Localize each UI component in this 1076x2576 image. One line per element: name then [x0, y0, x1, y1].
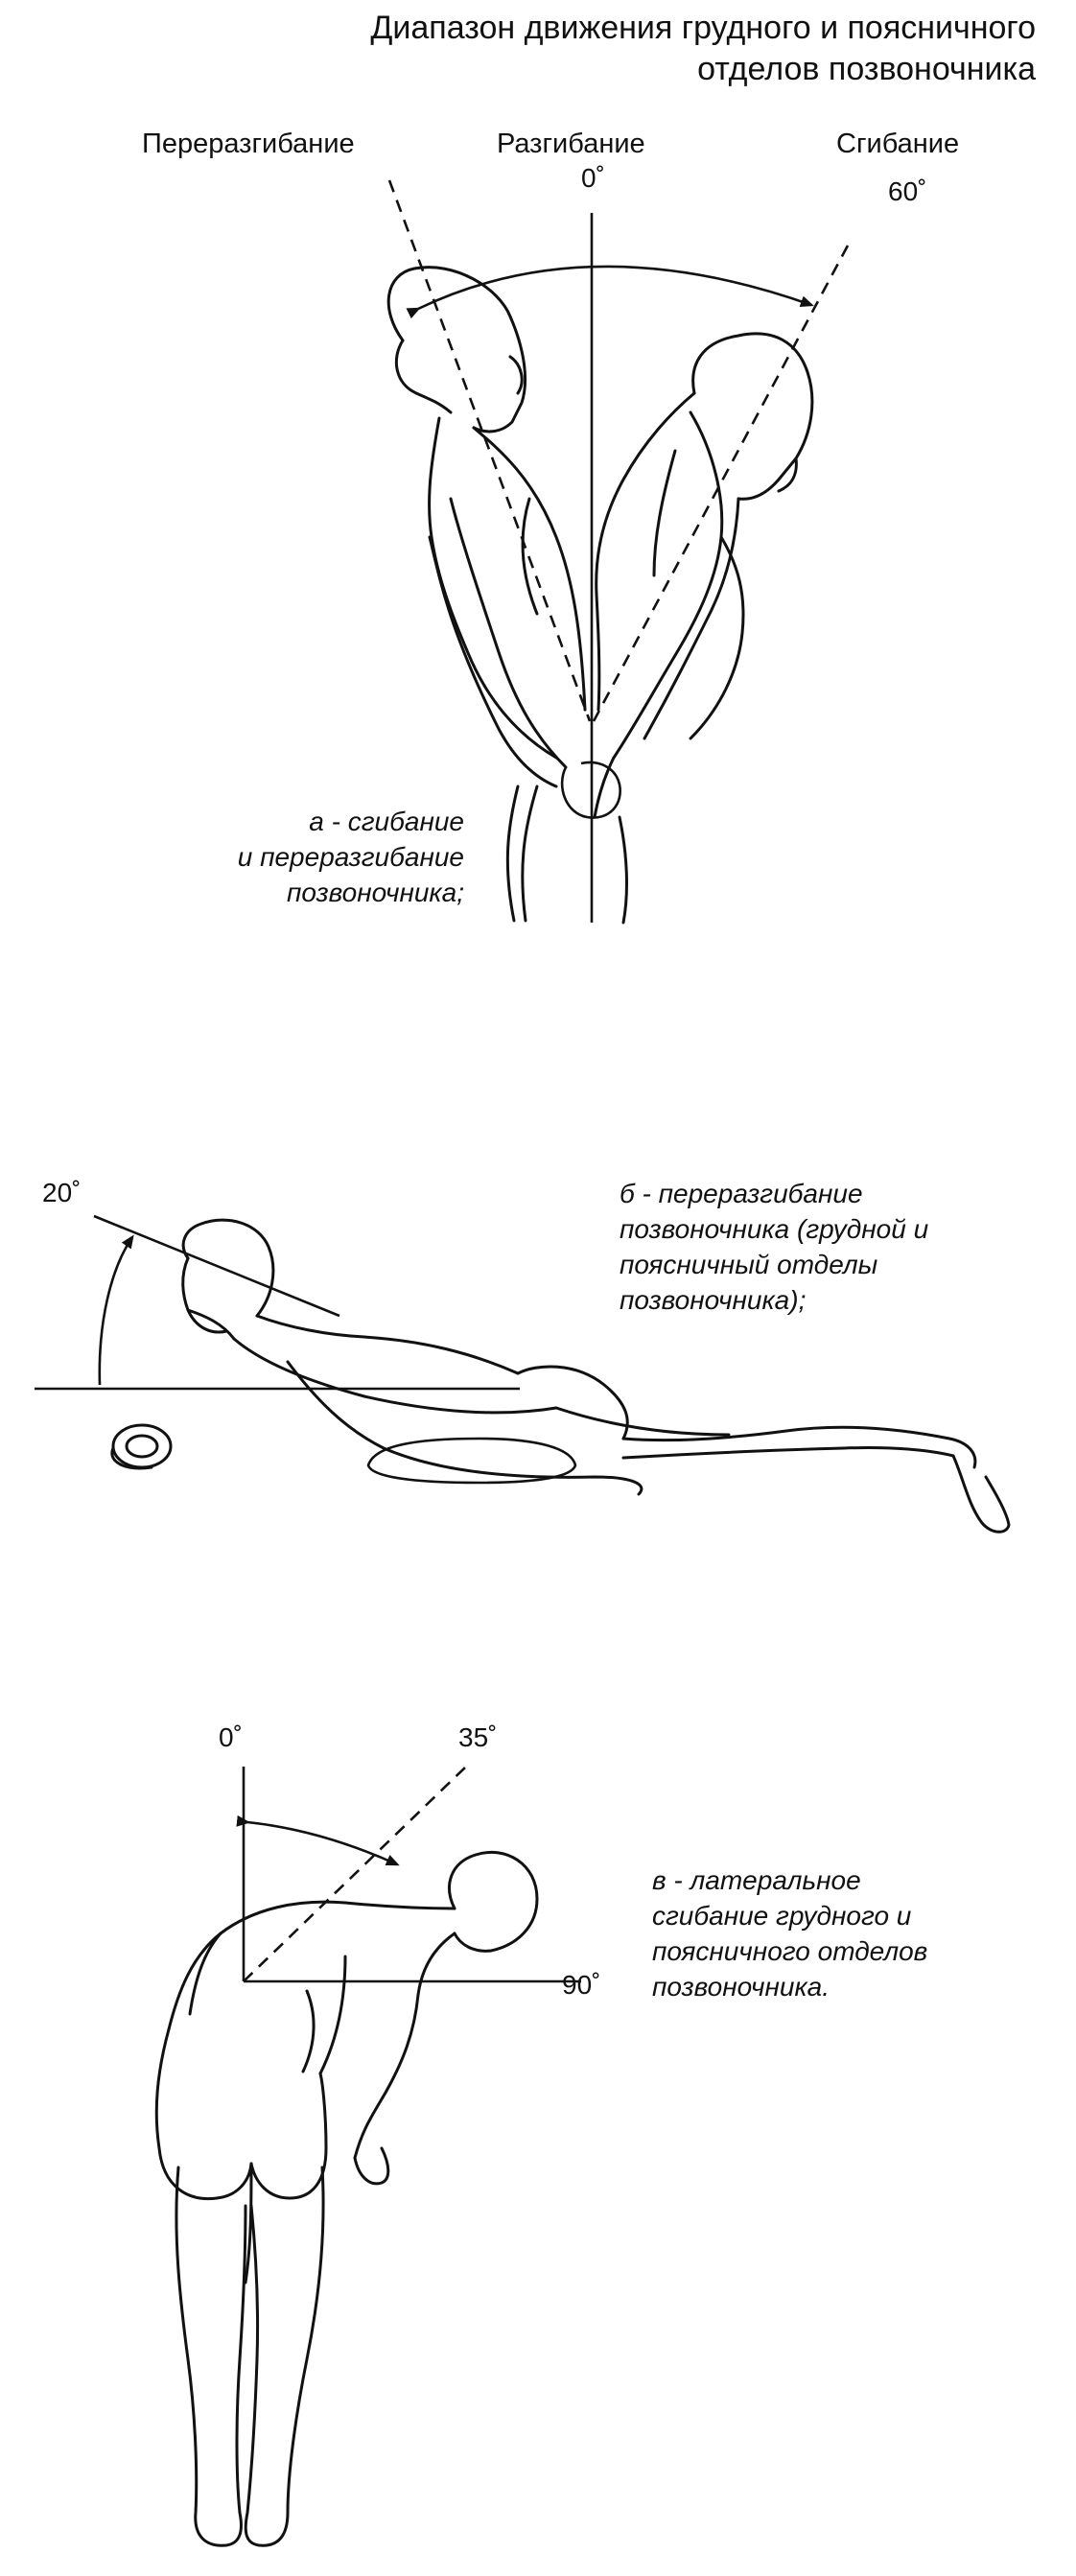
caption-c-line: сгибание грудного и — [652, 1901, 912, 1931]
hyperextension-dashed-line — [387, 179, 592, 722]
flexion-label: Сгибание — [836, 129, 960, 159]
rolled-towel-icon — [110, 1423, 173, 1470]
caption-c: в - латеральное сгибание грудного и пояс… — [652, 1862, 927, 2004]
lateral-35-degree: 35˚ — [458, 1722, 498, 1752]
flexion-range-arc — [406, 265, 814, 319]
flexion-degree: 60˚ — [888, 176, 927, 206]
title-line-2: отделов позвоночника — [697, 51, 1036, 87]
caption-a-line: и переразгибание — [237, 842, 464, 872]
caption-b-line: позвоночника (грудной и — [620, 1214, 929, 1244]
lateral-35-dashed-line — [243, 1766, 467, 1982]
clasped-hands — [560, 761, 621, 819]
extension-label: Разгибание — [497, 129, 645, 159]
caption-c-line: поясничного отделов — [652, 1936, 928, 1966]
figure-prone — [181, 1218, 1011, 1534]
panel-a-flexion-hyperextension — [386, 179, 850, 925]
extension-20-degree: 20˚ — [42, 1178, 82, 1207]
caption-b-line: поясничный отделы — [620, 1250, 878, 1279]
extension-degree: 0˚ — [581, 163, 605, 193]
hyperextension-label: Переразгибание — [142, 129, 355, 159]
page-title: Диапазон движения грудного и поясничного… — [370, 8, 1036, 90]
caption-a-line: позвоночника; — [286, 878, 464, 907]
caption-b-line: позвоночника); — [620, 1285, 807, 1315]
panel-b-prone-extension — [35, 1214, 1011, 1534]
pillow — [366, 1437, 577, 1485]
flexion-dashed-line — [592, 245, 850, 722]
caption-a: а - сгибание и переразгибание позвоночни… — [213, 804, 464, 910]
caption-b-line: б - переразгибание — [620, 1179, 863, 1208]
caption-c-line: позвоночника. — [652, 1972, 830, 2002]
lateral-zero-degree: 0˚ — [219, 1722, 243, 1752]
caption-b: б - переразгибание позвоночника (грудной… — [620, 1176, 928, 1318]
lateral-90-degree: 90˚ — [562, 1970, 601, 2000]
caption-c-line: в - латеральное — [652, 1865, 861, 1895]
figure-a-legs — [521, 785, 628, 925]
lateral-range-arc — [236, 1815, 400, 1866]
panel-c-lateral-flexion — [154, 1766, 581, 2547]
extension-20-line — [93, 1214, 340, 1318]
extension-20-arc — [98, 1234, 134, 1386]
figure-lateral-bend — [154, 1850, 539, 2547]
figure-hyperextension — [386, 266, 587, 923]
title-line-1: Диапазон движения грудного и поясничного — [370, 10, 1036, 46]
caption-a-line: а - сгибание — [309, 807, 464, 836]
figure-flexion — [593, 332, 814, 819]
